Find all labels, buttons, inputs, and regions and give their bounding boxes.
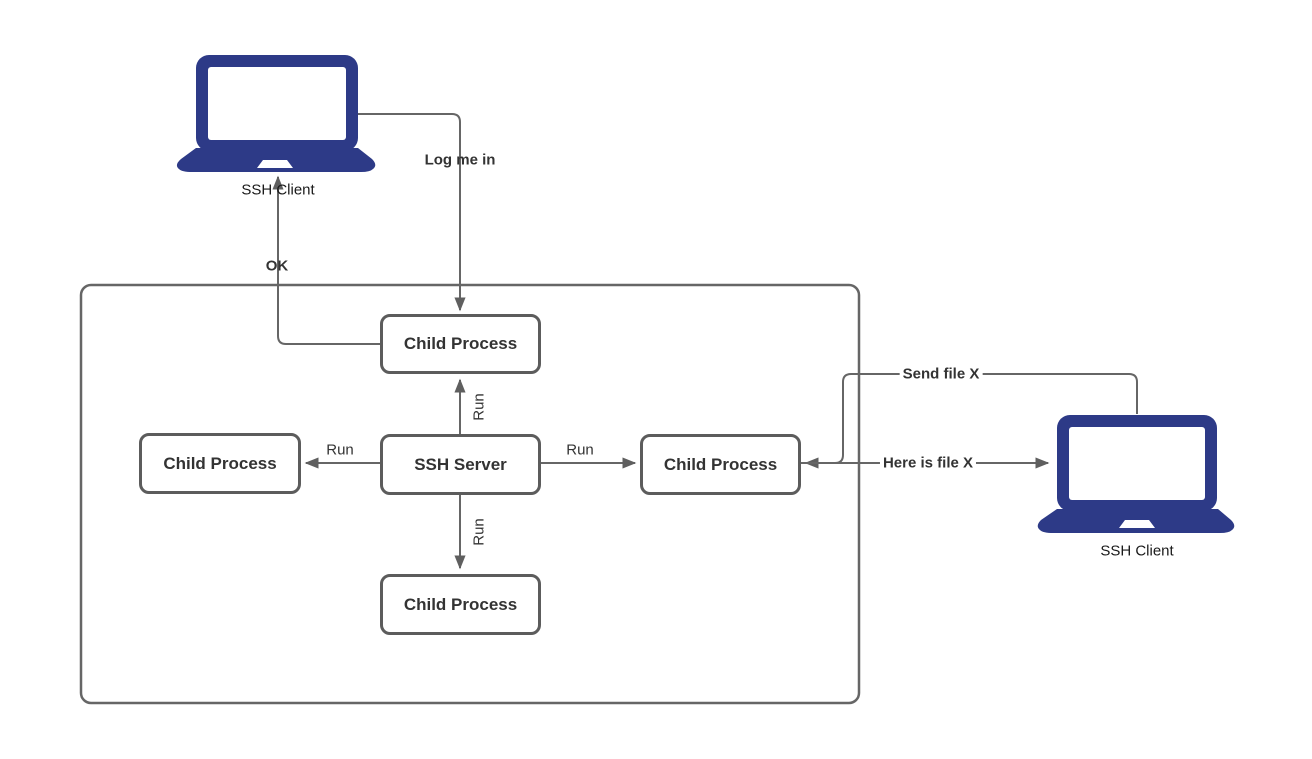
edge-label-run-bottom: Run xyxy=(470,518,488,546)
node-label: Child Process xyxy=(663,454,778,474)
edge-label-run-right: Run xyxy=(566,441,594,459)
node-ssh-server: SSH Server xyxy=(380,434,541,495)
laptop-icon-right xyxy=(1037,415,1235,533)
edge-label-here-is-file-x: Here is file X xyxy=(879,454,977,472)
edge-label-run-left: Run xyxy=(326,441,354,459)
node-child-process-bottom: Child Process xyxy=(380,574,541,635)
edge-ok xyxy=(272,175,380,345)
server-boundary-box xyxy=(79,283,861,705)
edge-log-me-in xyxy=(356,113,466,312)
node-label: Child Process xyxy=(403,594,518,614)
edge-label-send-file-x: Send file X xyxy=(899,365,983,383)
edge-label-ok: OK xyxy=(265,257,289,275)
label-ssh-client-right: SSH Client xyxy=(1100,542,1174,560)
edge-send-file-x xyxy=(804,373,1138,469)
edge-label-run-top: Run xyxy=(470,393,488,421)
node-label: SSH Server xyxy=(414,454,507,474)
node-child-process-right: Child Process xyxy=(640,434,801,495)
label-ssh-client-left: SSH Client xyxy=(241,181,315,199)
node-label: Child Process xyxy=(163,453,277,473)
laptop-icon-left xyxy=(176,55,376,172)
node-label: Child Process xyxy=(403,334,518,353)
edge-label-log-me-in: Log me in xyxy=(424,151,496,169)
node-child-process-top: Child Process xyxy=(380,314,541,374)
node-child-process-left: Child Process xyxy=(139,433,301,494)
